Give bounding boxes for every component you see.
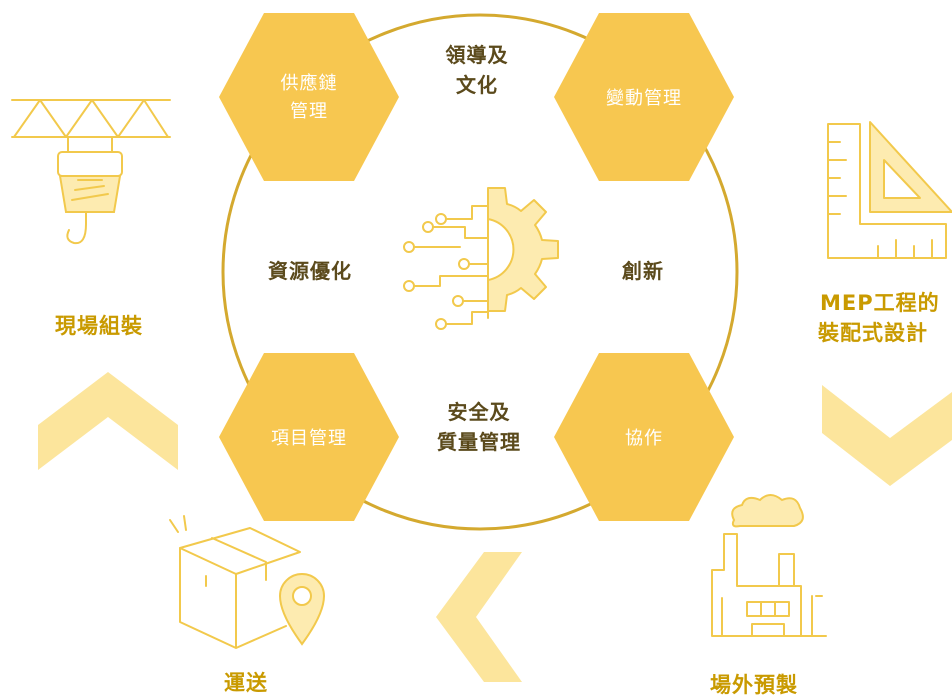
- factory-icon: [711, 494, 827, 637]
- chevron-down: [822, 385, 952, 486]
- hexagon-supply-chain-line2: 管理: [290, 101, 328, 122]
- ring-label-resource: 資源優化: [268, 259, 352, 283]
- ruler-triangle-icon: [827, 121, 952, 259]
- hexagon-project-label: 項目管理: [271, 428, 347, 449]
- stage-label-mep-line1: MEP工程的: [820, 291, 940, 315]
- ring-label-leadership-line1: 領導及: [446, 43, 509, 67]
- stage-label-transport: 運送: [224, 671, 268, 695]
- chevron-up: [38, 372, 178, 470]
- hexagon-supply-chain-line1: 供應鏈: [281, 72, 338, 94]
- hexagon-change-management: 變動管理: [554, 13, 734, 181]
- hexagon-change-label: 變動管理: [606, 88, 682, 109]
- hexagon-project-management: 項目管理: [219, 353, 399, 521]
- stage-label-mep-line2: 裝配式設計: [817, 321, 928, 345]
- circuit-gear-icon: [403, 187, 559, 330]
- hexagon-collaboration: 協作: [554, 353, 734, 521]
- chevrons: [38, 372, 952, 682]
- ring-label-safety-line2: 質量管理: [437, 430, 521, 454]
- crane-hook-icon: [11, 99, 171, 245]
- hexagons: 供應鏈 管理 變動管理 項目管理 協作: [219, 13, 734, 521]
- hexagon-supply-chain: 供應鏈 管理: [219, 13, 399, 181]
- ring-label-innovation: 創新: [621, 259, 664, 283]
- box-location-icon: [169, 515, 326, 649]
- stage-label-onsite: 現場組裝: [55, 314, 143, 338]
- ring-label-safety-line1: 安全及: [448, 400, 511, 424]
- chevron-left: [436, 552, 522, 682]
- ring-labels: 領導及 文化 資源優化 創新 安全及 質量管理: [268, 43, 664, 454]
- ring-label-leadership-line2: 文化: [456, 73, 498, 97]
- stage-label-offsite: 場外預製: [710, 673, 798, 697]
- hexagon-collaboration-label: 協作: [625, 428, 663, 449]
- central-ring: [221, 13, 739, 531]
